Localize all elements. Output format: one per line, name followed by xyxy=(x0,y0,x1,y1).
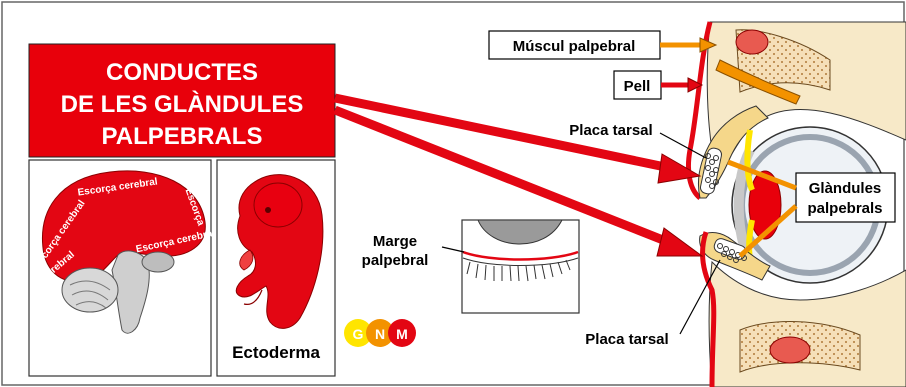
label-tarsal-top: Placa tarsal xyxy=(569,122,652,139)
label-tarsal-bottom: Placa tarsal xyxy=(585,331,668,348)
inset-label-line2: palpebral xyxy=(362,252,429,269)
logo-letter-m: M xyxy=(396,326,408,342)
embryo-panel: Ectoderma xyxy=(217,160,335,376)
label-glands-line1: Glàndules xyxy=(809,180,882,197)
logo-letter-n: N xyxy=(375,326,385,342)
gnm-logo: G N M xyxy=(344,319,416,347)
title-line-1: CONDUCTES xyxy=(106,59,258,86)
inset-label-line1: Marge xyxy=(373,233,417,250)
title-line-2: DE LES GLÀNDULES xyxy=(61,90,304,118)
label-muscle: Múscul palpebral xyxy=(513,38,636,55)
brain-panel: Escorça cerebral Escorça cerebral Escorç… xyxy=(29,160,216,376)
title-line-3: PALPEBRALS xyxy=(102,123,263,150)
label-skin: Pell xyxy=(624,78,651,95)
embryo-label: Ectoderma xyxy=(232,343,320,362)
label-glands-line2: palpebrals xyxy=(807,200,882,217)
title-box: CONDUCTES DE LES GLÀNDULES PALPEBRALS xyxy=(29,44,335,157)
logo-letter-g: G xyxy=(353,326,364,342)
